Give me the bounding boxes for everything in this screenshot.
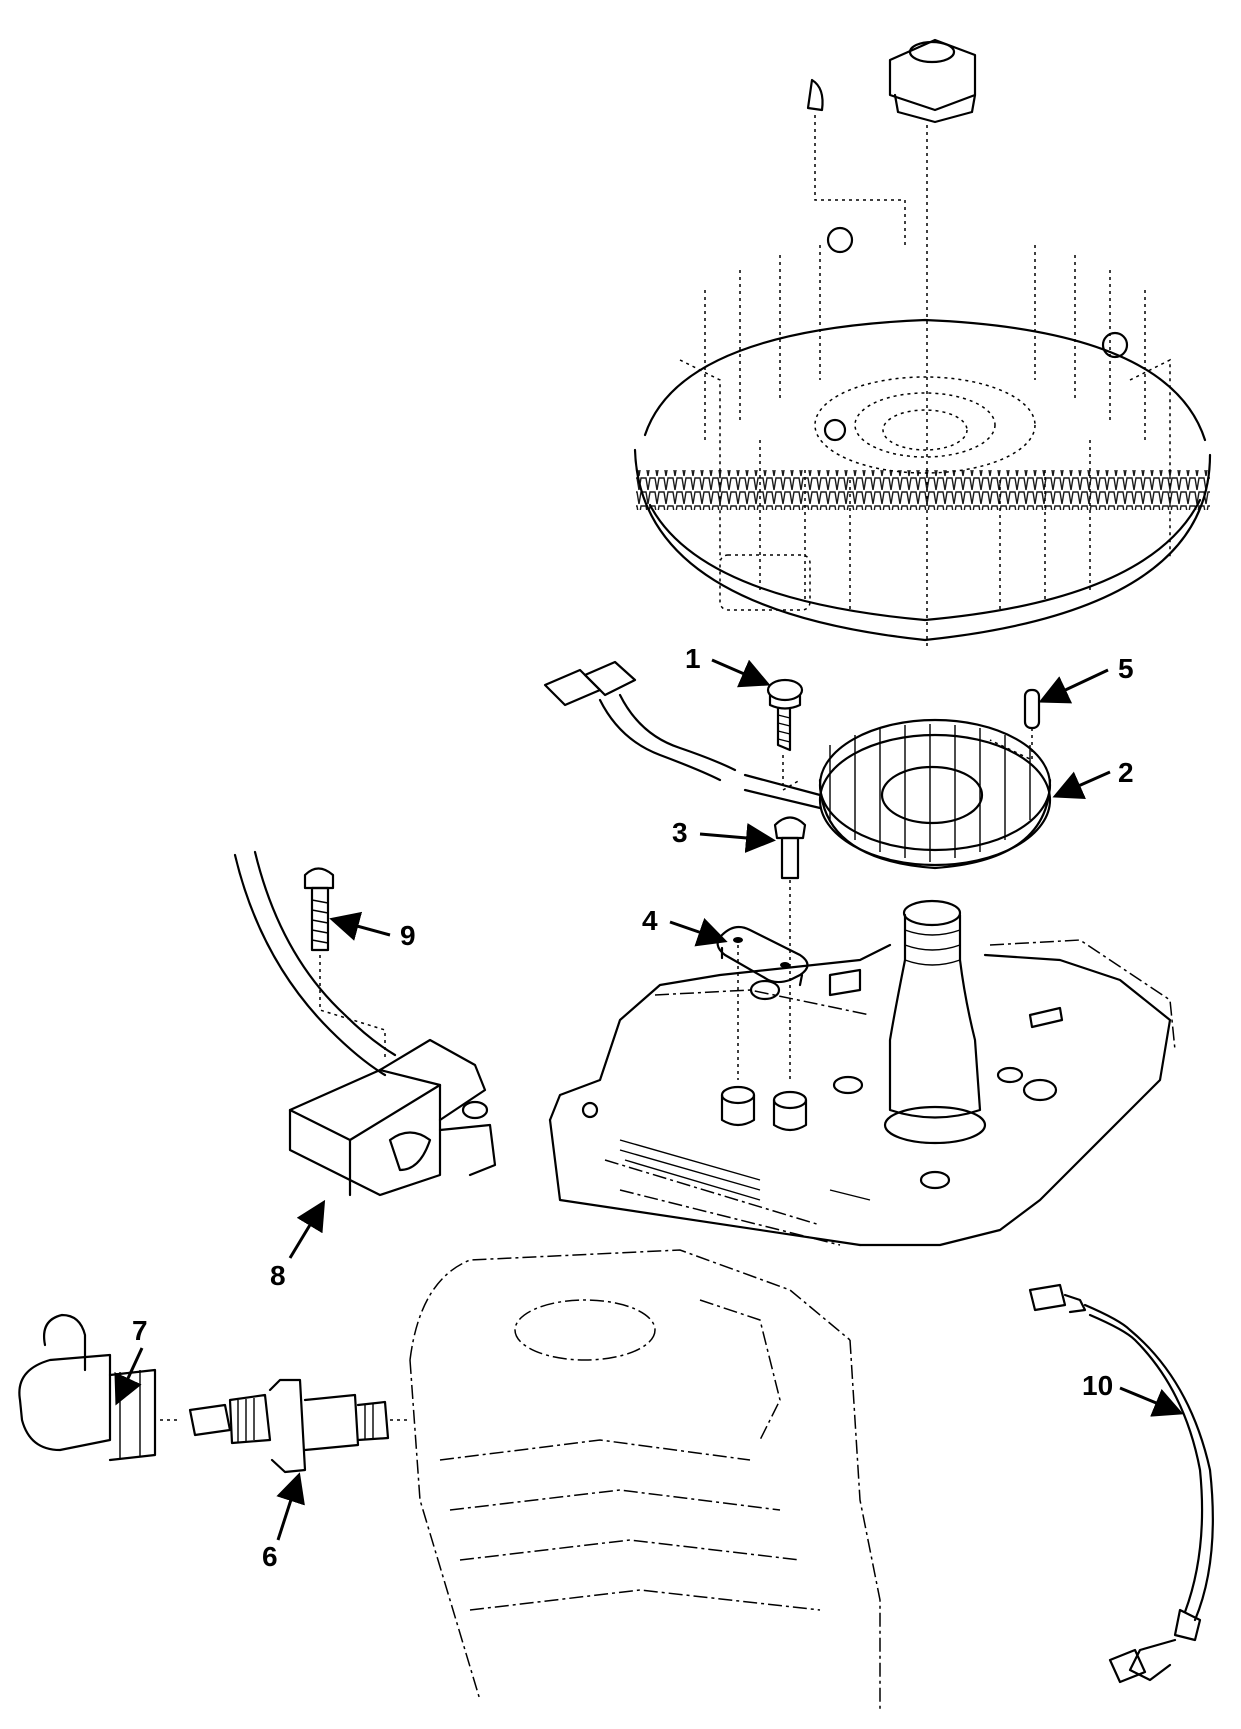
- ground-wire: [1028, 1283, 1214, 1684]
- stator-screw: [766, 678, 804, 792]
- callout-8: 8: [270, 1199, 326, 1291]
- callout-label: 6: [262, 1541, 278, 1572]
- callout-2: 2: [1052, 757, 1134, 800]
- engine-crankcase: [548, 899, 1176, 1247]
- callout-6: 6: [262, 1472, 305, 1572]
- callout-label: 3: [672, 817, 688, 848]
- callout-label: 5: [1118, 653, 1134, 684]
- coil-bolt: [303, 867, 386, 1060]
- ignition-coil: [233, 850, 497, 1197]
- flywheel-nut: [888, 38, 977, 650]
- dowel-pin: [989, 688, 1041, 762]
- callout-7: 7: [114, 1315, 148, 1406]
- flywheel-key: [806, 78, 906, 245]
- callout-3: 3: [672, 817, 776, 853]
- callout-label: 7: [132, 1315, 148, 1346]
- plate-bolt: [773, 816, 807, 1080]
- callout-1: 1: [685, 643, 771, 688]
- callout-4: 4: [642, 905, 728, 947]
- cylinder-housing: [409, 1249, 881, 1710]
- flywheel: [633, 226, 1212, 642]
- spark-plug-boot: [18, 1313, 180, 1462]
- callout-9: 9: [329, 911, 416, 951]
- callout-label: 4: [642, 905, 658, 936]
- retainer-plate: [716, 925, 809, 1080]
- callout-label: 10: [1082, 1370, 1113, 1401]
- callout-5: 5: [1038, 653, 1134, 704]
- callout-10: 10: [1082, 1370, 1184, 1417]
- callout-label: 2: [1118, 757, 1134, 788]
- callout-label: 8: [270, 1260, 286, 1291]
- callout-label: 1: [685, 643, 701, 674]
- callout-label: 9: [400, 920, 416, 951]
- spark-plug: [188, 1378, 410, 1474]
- stator: [818, 718, 1052, 870]
